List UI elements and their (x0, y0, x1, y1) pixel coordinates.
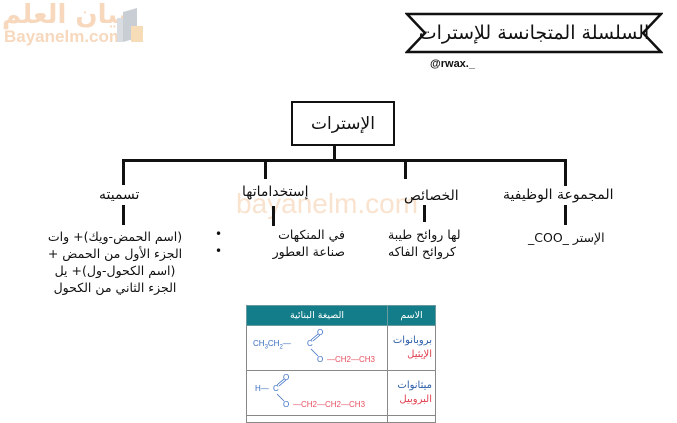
connector-uses (264, 159, 267, 179)
formula-cell: H— C O O —CH2—CH2—CH3 (246, 370, 388, 416)
book-logo-icon (117, 8, 143, 42)
header-formula: الصيغة البنائية (246, 305, 388, 326)
structural-formula-ethyl-propanoate: CH3CH2— C O O —CH2—CH3 (247, 326, 387, 370)
connector-horizontal (122, 159, 566, 162)
branch-title-uses: إستخداماتها (242, 184, 309, 200)
connector-functional-group-lower (564, 205, 567, 225)
ester-name-acid-part: بروبانوات (392, 335, 432, 346)
connector-functional-group (564, 159, 567, 186)
root-node-esters: الإسترات (291, 101, 395, 146)
naming-rule-text: (اسم الحمض-ويك)+ وات الجزء الأول من الحم… (40, 228, 190, 296)
formula-carbon: C (273, 384, 279, 393)
connector-properties-lower (423, 205, 426, 222)
formula-acid-part: CH3CH2— (253, 339, 291, 351)
naming-line-2: الجزء الأول من الحمض + (47, 246, 183, 261)
ester-name-alcohol-part: الإيثيل (407, 349, 432, 360)
formula-cell (246, 415, 388, 423)
branch-title-naming: تسميته (99, 187, 140, 203)
naming-line-3: (اسم الكحول-ول)+ يل (54, 263, 176, 278)
ester-name-cell: بروبانوات الإيثيل (387, 325, 436, 371)
header-name: الاسم (387, 305, 436, 326)
bond-lines-icon (310, 333, 321, 357)
properties-line-1: لها روائح طيبة (388, 227, 461, 242)
formula-alkyl-part: —CH2—CH2—CH3 (293, 400, 366, 409)
table-row-partial (246, 415, 436, 423)
bullet-icon: • (215, 227, 223, 241)
ester-name-cell (387, 415, 436, 423)
naming-line-1: (اسم الحمض-ويك)+ وات (47, 229, 183, 244)
connector-root-down (333, 146, 336, 161)
title-ribbon-banner (405, 12, 663, 54)
bullet-icon: • (215, 244, 223, 258)
formula-carbonyl-oxygen: O (317, 328, 324, 337)
author-handle: @rwax._ (430, 58, 475, 70)
connector-naming-lower (122, 205, 125, 225)
formula-alkyl-part: —CH2—CH3 (327, 355, 376, 364)
formula-ester-oxygen: O (317, 355, 324, 364)
connector-uses-lower (272, 206, 275, 226)
uses-item-text: في المنكهات (278, 227, 345, 242)
logo-english-text: Bayanelm.com (4, 27, 124, 46)
uses-list-item: في المنكهات • (215, 226, 345, 243)
ester-examples-table: الصيغة البنائية الاسم CH3CH2— C O O —CH2… (246, 305, 436, 423)
formula-ester-oxygen: O (283, 400, 290, 409)
naming-line-4: الجزء الثاني من الكحول (53, 280, 177, 295)
branch-title-properties: الخصائص (404, 188, 459, 204)
branch-title-functional-group: المجموعة الوظيفية (503, 187, 614, 203)
bond-lines-icon (276, 378, 287, 402)
uses-item-text: صناعة العطور (272, 244, 345, 259)
structural-formula-propyl-methanoate: H— C O O —CH2—CH2—CH3 (247, 371, 387, 415)
table-row: CH3CH2— C O O —CH2—CH3 بروبانوات الإيثيل (246, 325, 436, 371)
formula-carbon: C (307, 339, 313, 348)
uses-list-item: صناعة العطور • (215, 243, 345, 260)
page-title: السلسلة المتجانسة للإسترات (418, 22, 650, 44)
ester-name-acid-part: ميثانوات (397, 380, 432, 391)
root-node-label: الإسترات (311, 113, 375, 134)
table-row: H— C O O —CH2—CH2—CH3 ميثانوات البروبيل (246, 370, 436, 416)
uses-list: في المنكهات • صناعة العطور • (215, 226, 345, 260)
connector-naming (122, 159, 125, 185)
logo-arabic-text: بيان العلم (2, 0, 128, 30)
table-header-row: الصيغة البنائية الاسم (246, 305, 436, 326)
formula-acid-part: H— (255, 384, 269, 393)
ester-name-cell: ميثانوات البروبيل (387, 370, 436, 416)
properties-line-2: كروائح الفاكه (388, 244, 456, 259)
formula-carbonyl-oxygen: O (283, 373, 290, 382)
ester-name-alcohol-part: البروبيل (399, 394, 432, 405)
connector-properties (404, 159, 407, 179)
formula-cell: CH3CH2— C O O —CH2—CH3 (246, 325, 388, 371)
watermark-text: bayanelm.com (236, 188, 419, 219)
functional-group-text: الإستر _COO_ (528, 230, 605, 245)
